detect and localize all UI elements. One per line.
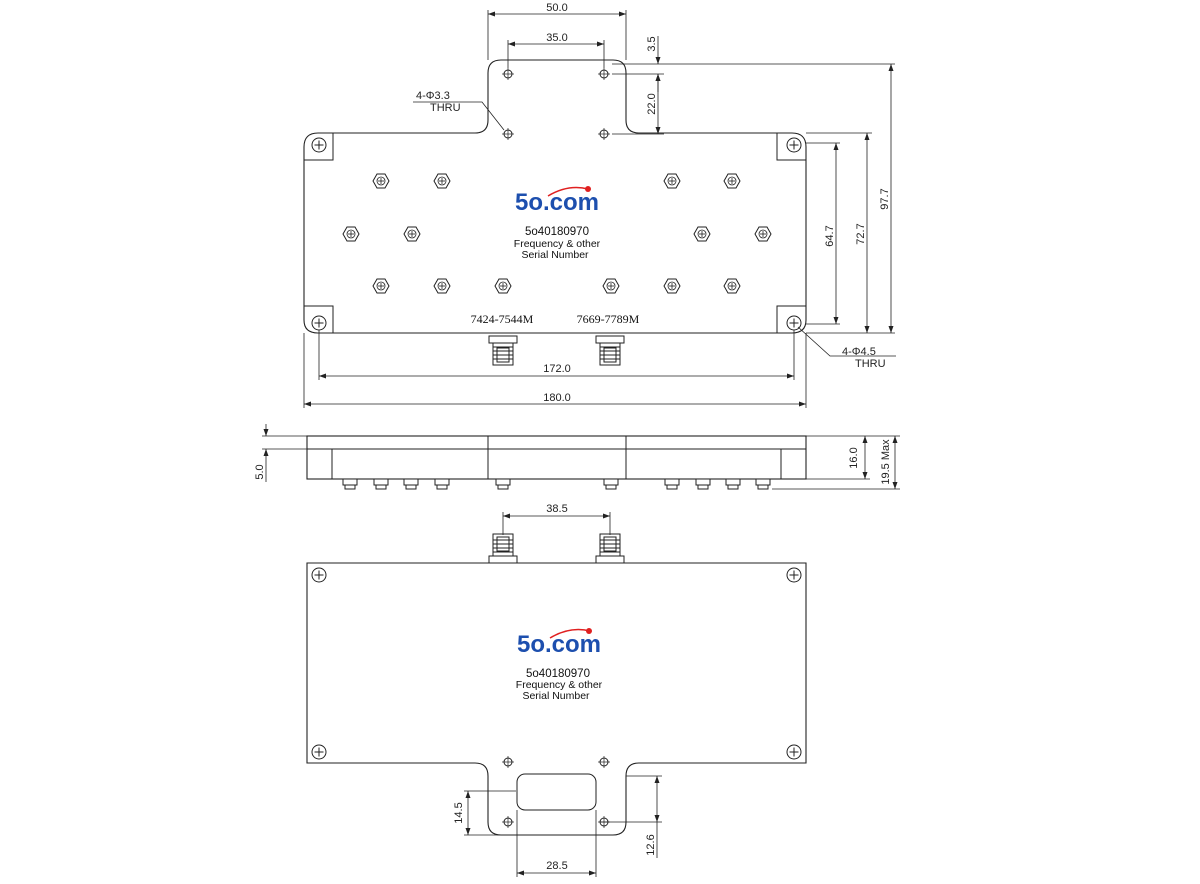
callout-small-hole: 4-Φ3.3	[416, 90, 450, 102]
frequency-label: Frequency & other	[514, 238, 601, 250]
callout-large-hole: 4-Φ4.5	[842, 346, 876, 358]
sma-connector-icon	[595, 533, 625, 564]
dim-hole-vertical-inner: 64.7	[824, 225, 836, 246]
sma-connector-icon	[488, 533, 518, 564]
brand-logo: 5o.com	[517, 631, 601, 658]
frequency-label: Frequency & other	[516, 679, 603, 691]
port-label-left: 7424-7544M	[471, 312, 534, 326]
serial-label: Serial Number	[522, 690, 590, 702]
sma-connector-icon	[595, 335, 625, 366]
label-slot	[516, 773, 597, 811]
sma-connector-icon	[488, 335, 518, 366]
callout-large-hole-thru: THRU	[855, 358, 886, 370]
part-number: 5o40180970	[526, 668, 590, 680]
callout-small-hole-thru: THRU	[430, 102, 461, 114]
mount-hole-icon	[311, 744, 327, 760]
logo-dot-icon	[586, 628, 592, 634]
dim-overall-width: 180.0	[543, 392, 571, 404]
dim-max-height: 19.5 Max	[880, 439, 892, 485]
dim-slot-width: 28.5	[546, 860, 567, 872]
serial-label: Serial Number	[521, 249, 589, 261]
dim-connector-spacing: 38.5	[546, 503, 567, 515]
mount-hole-icon	[786, 744, 802, 760]
side-view-body	[306, 435, 807, 480]
bottom-view: 5o.com 5o40180970 Frequency & other Seri…	[306, 503, 807, 877]
dim-tab-edge-offset: 3.5	[646, 36, 658, 51]
top-view-outline	[303, 59, 807, 334]
top-view: 5o.com 5o40180970 Frequency & other Seri…	[303, 2, 896, 408]
bottom-view-outline	[306, 562, 807, 836]
dim-overall-height: 97.7	[879, 188, 891, 209]
mount-hole-icon	[786, 137, 802, 153]
logo-dot-icon	[585, 186, 591, 192]
port-label-right: 7669-7789M	[577, 312, 640, 326]
mount-hole-icon	[786, 567, 802, 583]
dim-side-step: 5.0	[254, 464, 266, 479]
dim-tab-width: 50.0	[546, 2, 567, 14]
dim-body-height: 16.0	[848, 447, 860, 468]
dim-slot-height: 14.5	[453, 802, 465, 823]
dim-tab-hole-spacing: 35.0	[546, 32, 567, 44]
dim-tab-bottom-offset: 12.6	[645, 834, 657, 855]
mount-hole-icon	[311, 315, 327, 331]
side-view: 5.0 16.0 19.5 Max	[254, 424, 900, 490]
foot-icon	[342, 478, 771, 490]
dim-hole-vertical-outer: 72.7	[855, 223, 867, 244]
mount-hole-icon	[311, 137, 327, 153]
mount-hole-icon	[311, 567, 327, 583]
part-number: 5o40180970	[525, 226, 589, 238]
dim-tab-hole-vertical: 22.0	[646, 93, 658, 114]
dim-hole-horizontal: 172.0	[543, 363, 571, 375]
brand-logo: 5o.com	[515, 189, 599, 216]
